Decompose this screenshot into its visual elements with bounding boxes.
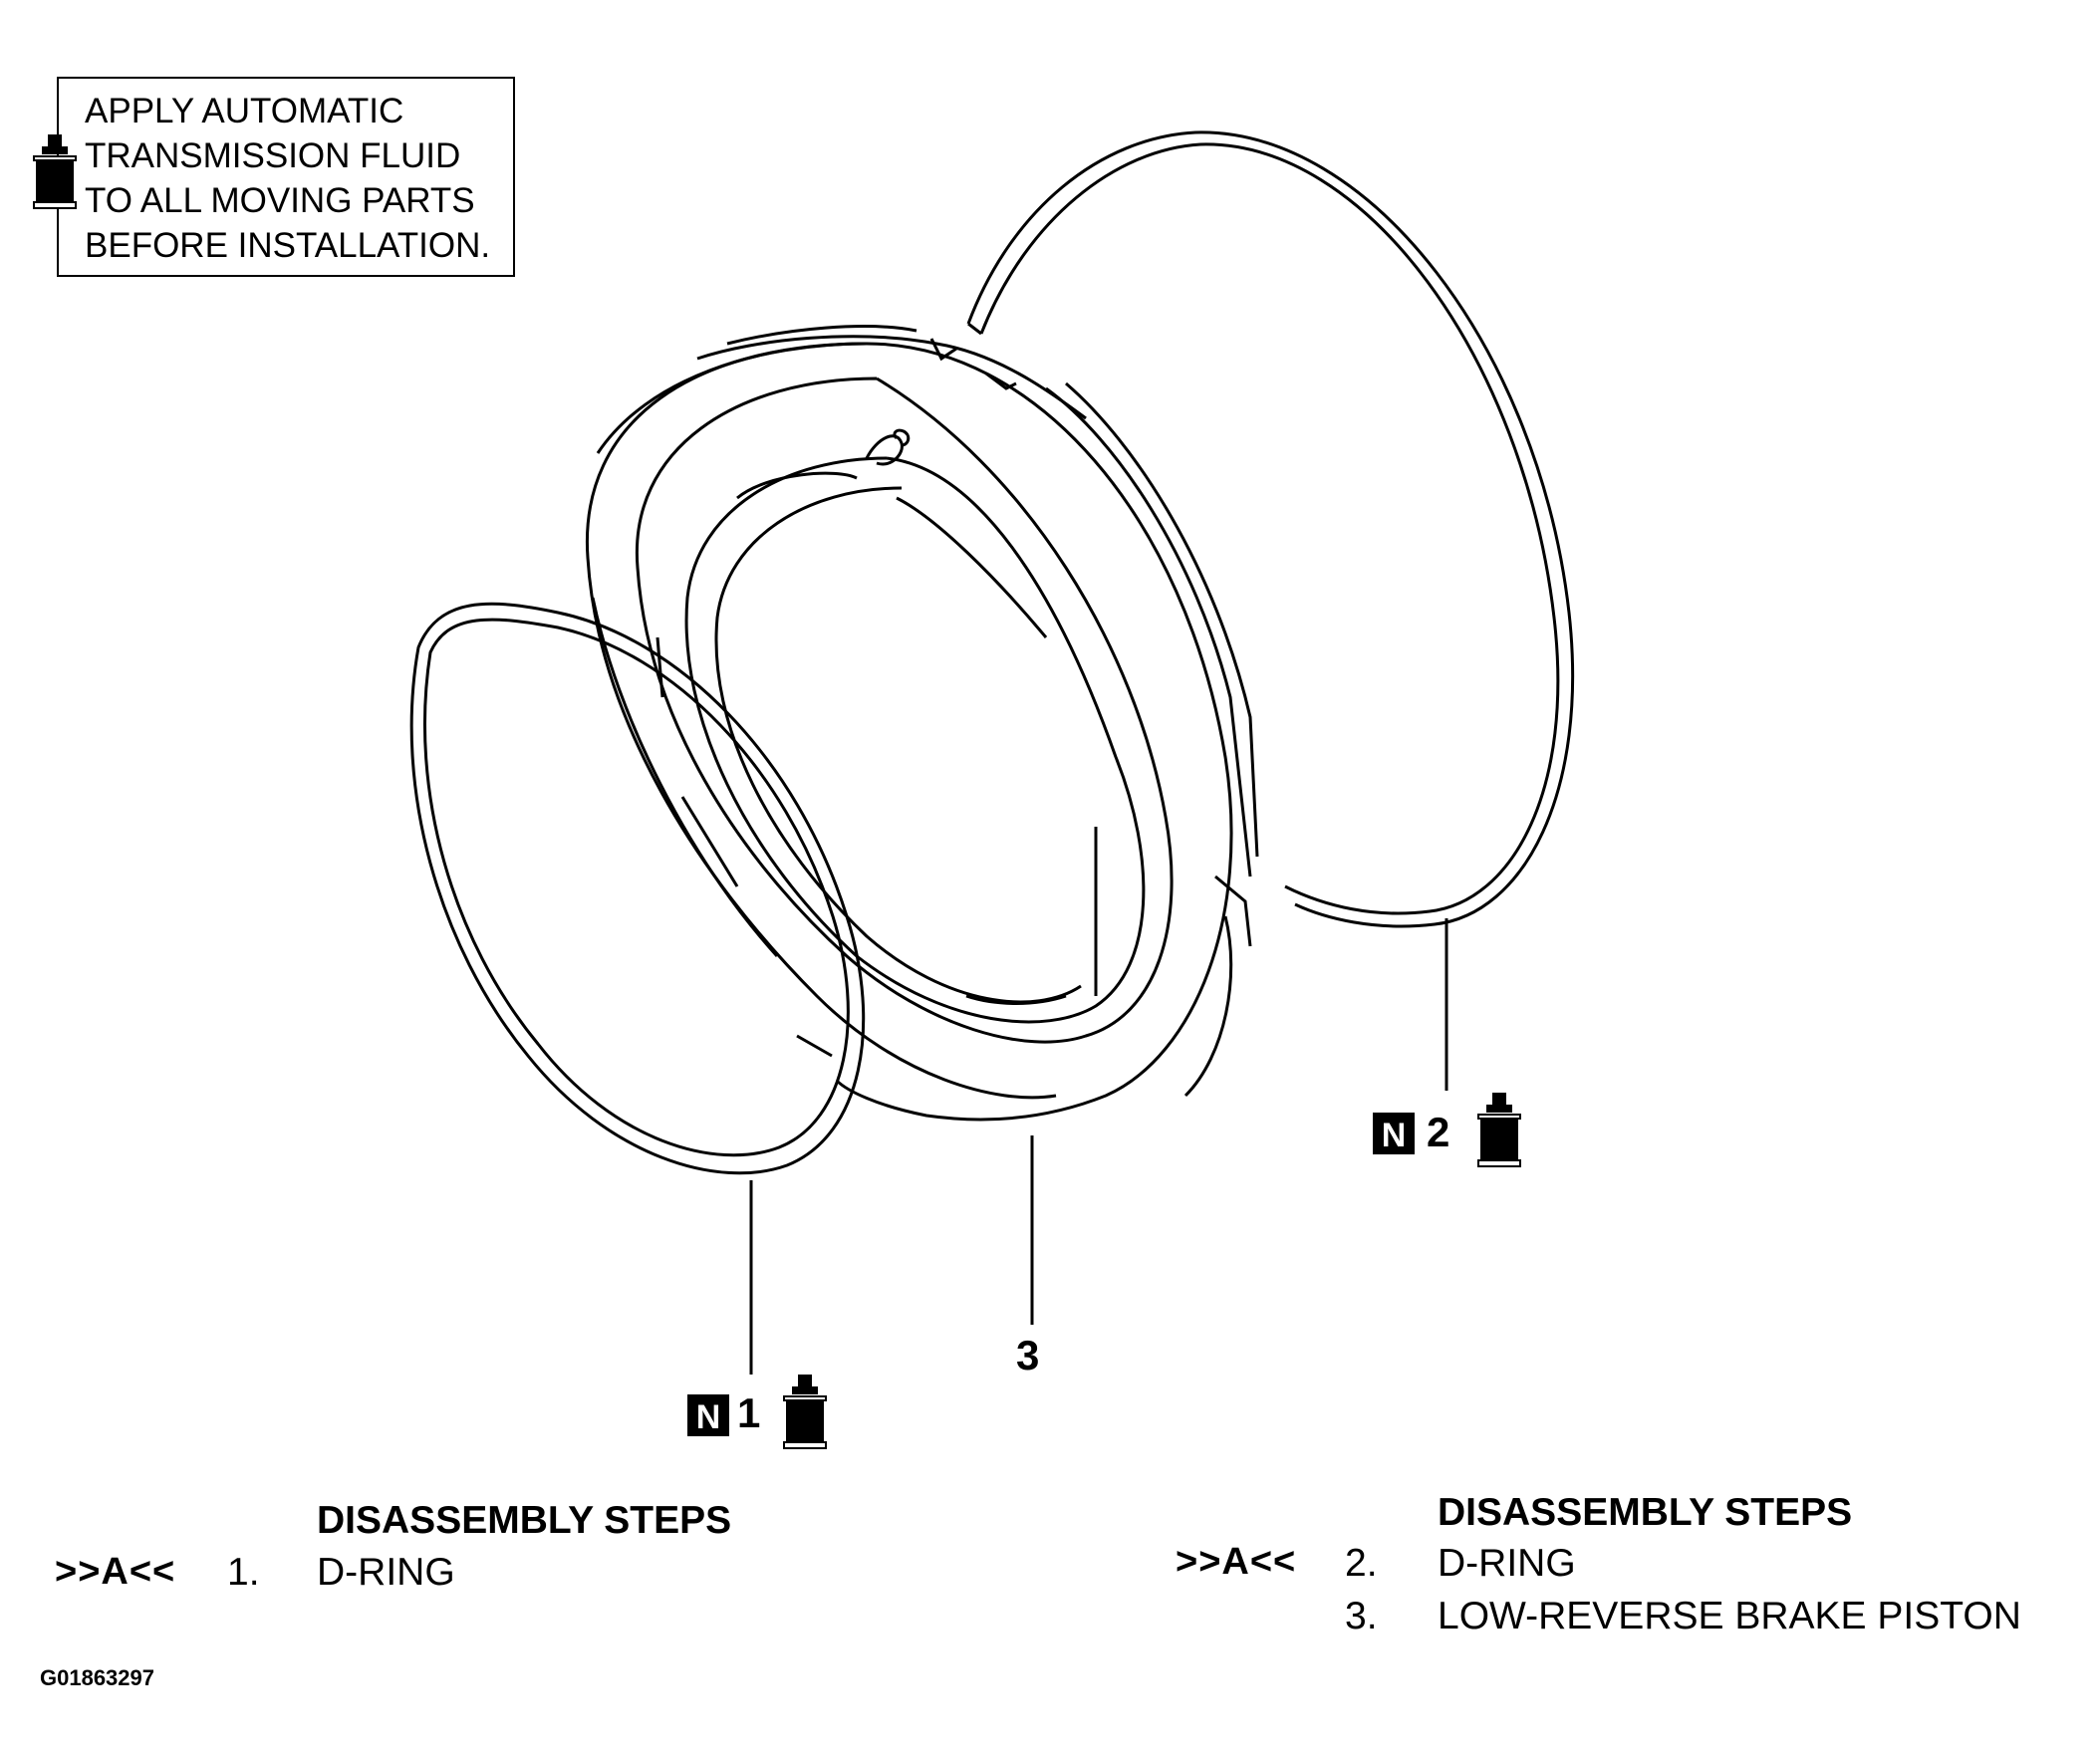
low-reverse-brake-piston xyxy=(585,325,1259,1122)
note-line: TRANSMISSION FLUID xyxy=(85,136,461,175)
atf-bottle-icon xyxy=(783,1375,827,1449)
instruction-note-box: APPLY AUTOMATIC TRANSMISSION FLUID TO AL… xyxy=(57,77,515,277)
new-part-badge: N xyxy=(1373,1113,1415,1154)
new-part-badge: N xyxy=(687,1394,729,1436)
d-ring-small xyxy=(409,602,866,1175)
atf-bottle-icon xyxy=(1477,1093,1521,1167)
note-line: TO ALL MOVING PARTS xyxy=(85,181,475,220)
figure-id: G01863297 xyxy=(40,1665,154,1690)
note-line: BEFORE INSTALLATION. xyxy=(85,226,491,265)
step-number: 1. xyxy=(227,1551,260,1594)
callout-number-3: 3 xyxy=(1016,1332,1040,1379)
reference-mark: >>A<< xyxy=(1176,1541,1297,1583)
step-number: 2. xyxy=(1345,1542,1378,1585)
steps-title: DISASSEMBLY STEPS xyxy=(1438,1491,1853,1534)
d-ring-large xyxy=(966,130,1575,928)
callout-number-1: 1 xyxy=(737,1389,761,1436)
steps-title: DISASSEMBLY STEPS xyxy=(317,1499,732,1542)
callout-number-2: 2 xyxy=(1427,1109,1450,1155)
atf-bottle-icon xyxy=(33,134,77,209)
note-line: APPLY AUTOMATIC xyxy=(85,92,404,130)
reference-mark: >>A<< xyxy=(55,1551,176,1593)
step-label: D-RING xyxy=(1438,1542,1576,1585)
step-number: 3. xyxy=(1345,1595,1378,1637)
step-label: LOW-REVERSE BRAKE PISTON xyxy=(1438,1595,2021,1637)
step-label: D-RING xyxy=(317,1551,455,1594)
